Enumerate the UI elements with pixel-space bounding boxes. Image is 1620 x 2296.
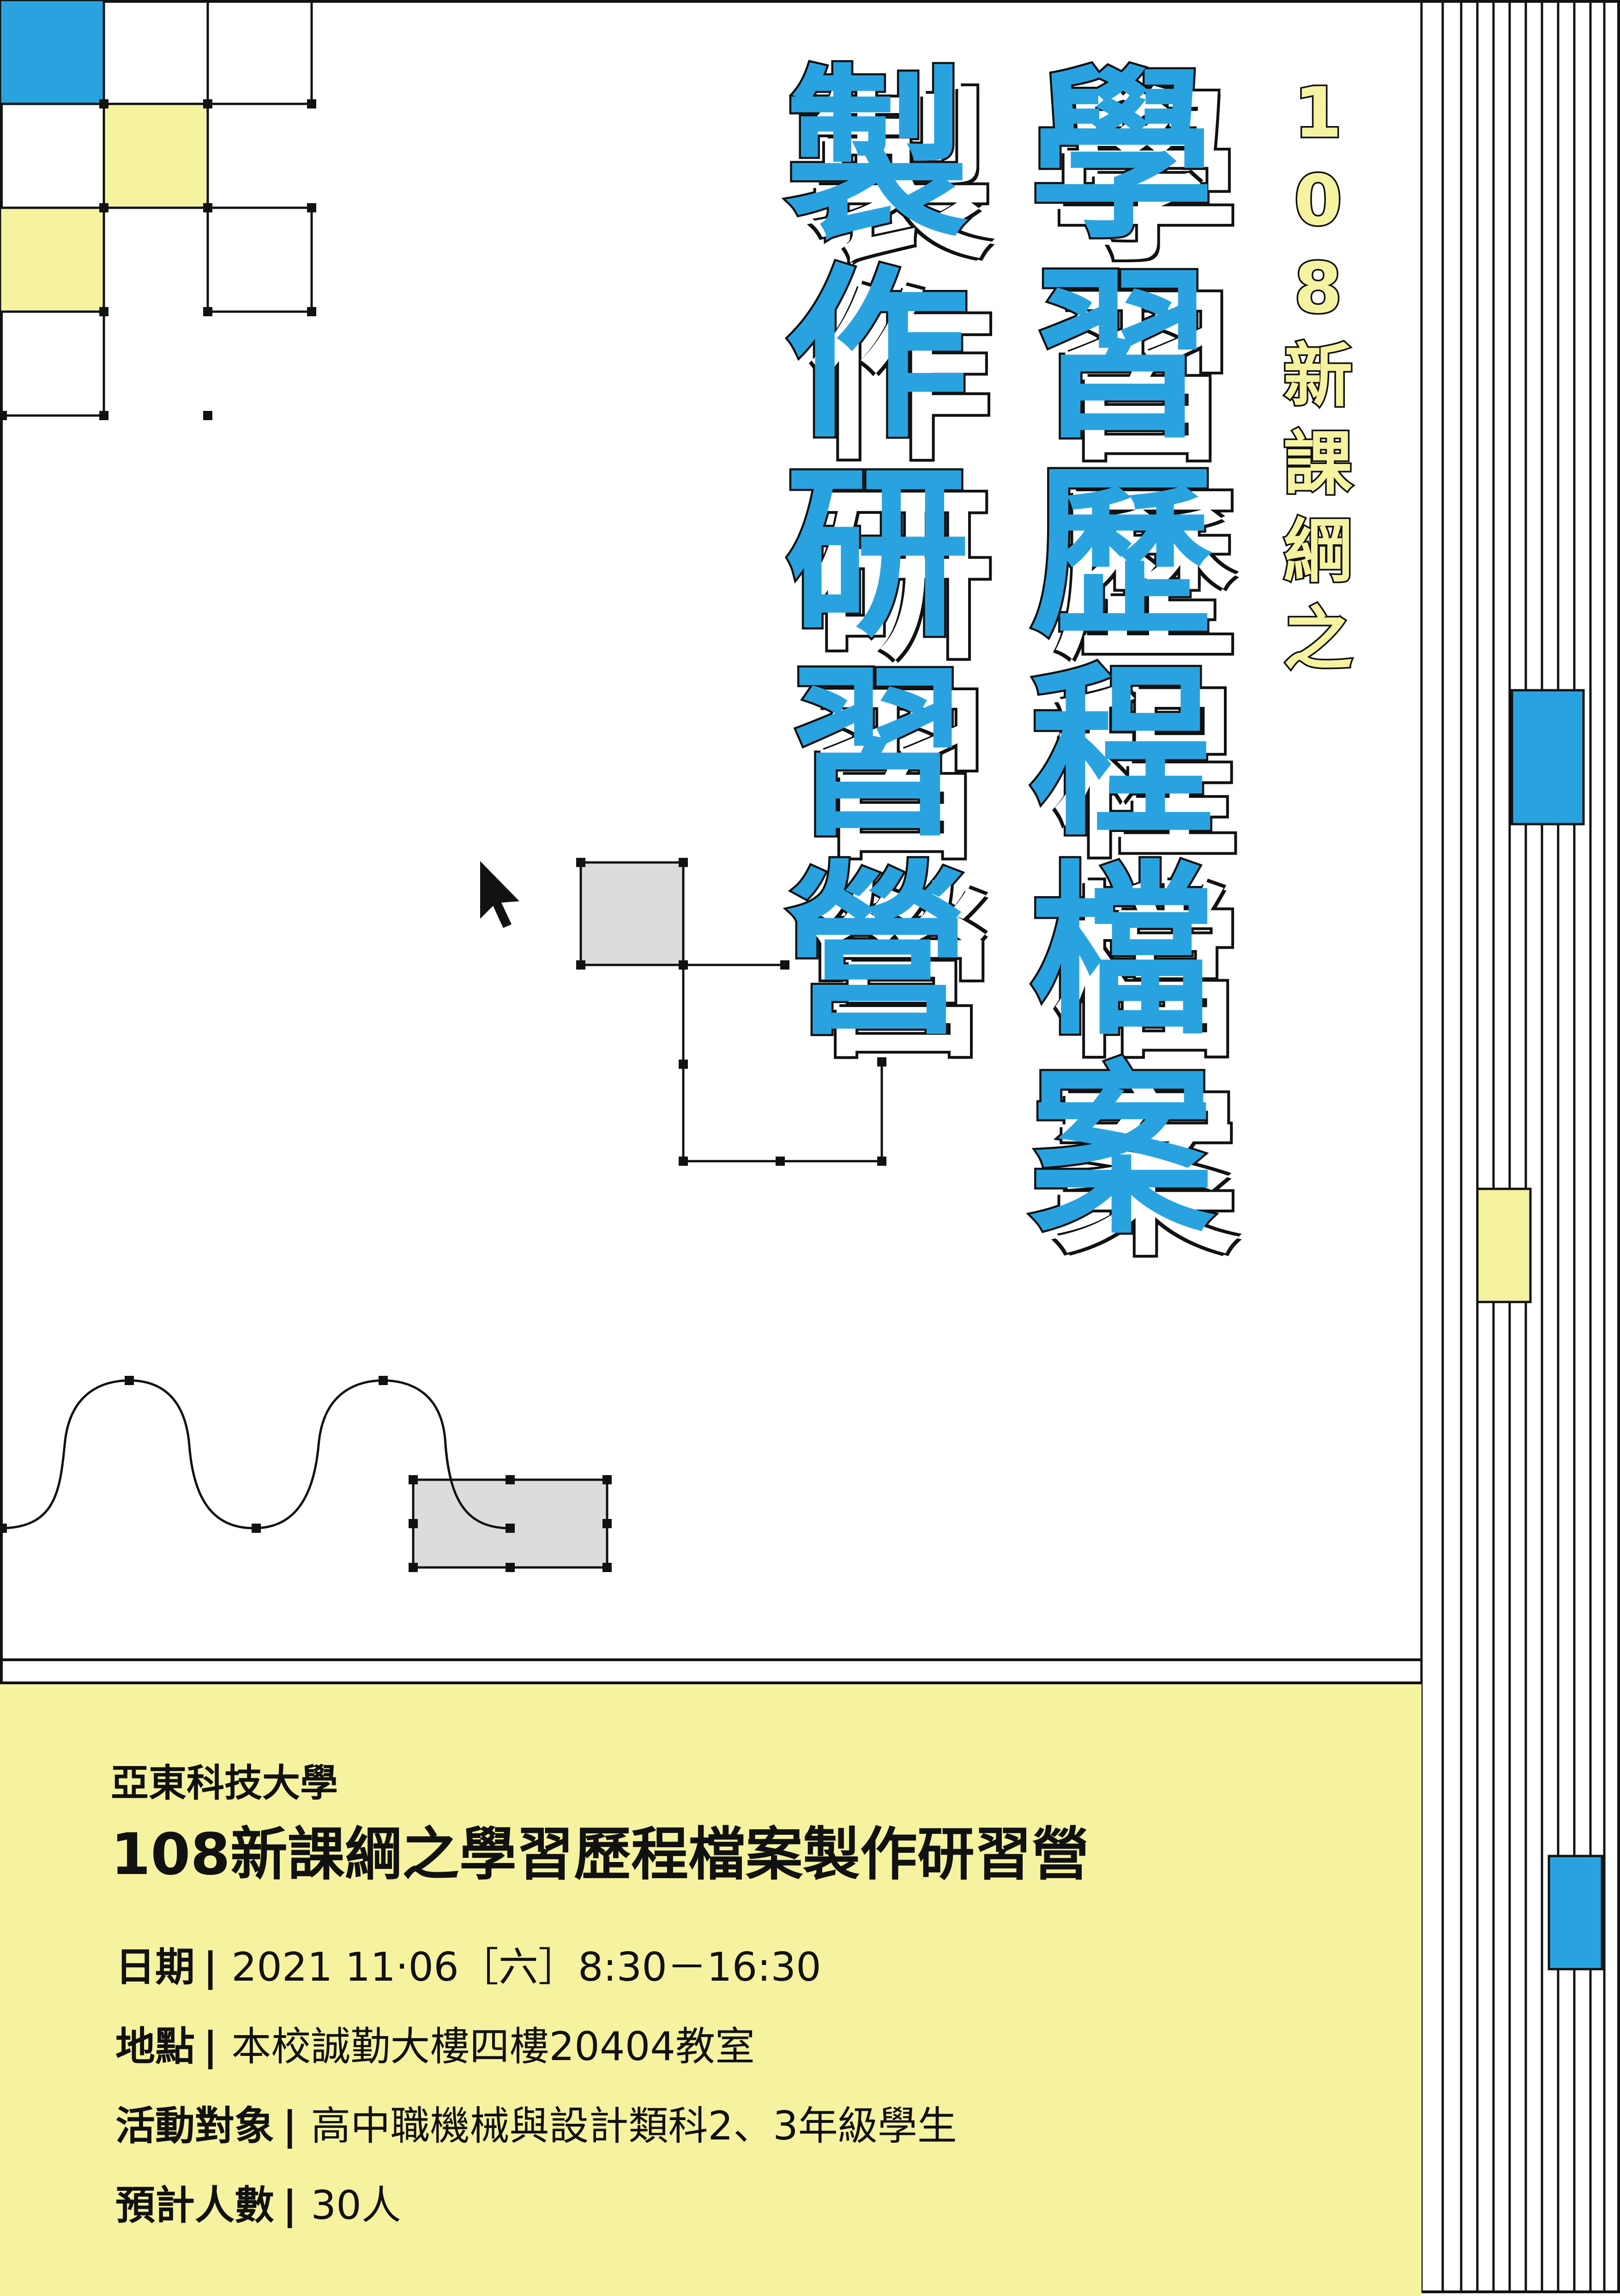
wave-graphic (0, 1376, 612, 1572)
grid-top-left (0, 0, 316, 420)
detail-row-date: 日期| 2021 11‧06［六］8:30－16:30 (115, 1934, 821, 1992)
subtitle-column: 1 0 8 新 課 綱 之 (1281, 73, 1355, 693)
detail-separator: | (283, 2182, 297, 2229)
title-char: 習 (783, 646, 972, 861)
detail-label: 日期 (115, 1944, 195, 1990)
subtitle-char: 課 (1282, 424, 1354, 504)
title-column-left: 製 作 研 習 營 (780, 49, 974, 1060)
title-char: 製 (783, 49, 972, 264)
subtitle-char: 之 (1282, 599, 1354, 680)
info-panel (0, 1681, 1421, 2296)
subtitle-char: 1 (1292, 73, 1343, 153)
detail-value: 30人 (311, 2182, 401, 2229)
detail-separator: | (203, 2024, 218, 2070)
middle-node-graphic (576, 858, 886, 1166)
subtitle-char: 0 (1292, 161, 1343, 241)
title-column-right: 學 習 歷 程 檔 案 (1025, 49, 1219, 1259)
title-char: 歷 (1028, 447, 1217, 662)
detail-separator: | (203, 1944, 218, 1990)
title-char: 學 (1028, 49, 1217, 264)
detail-row-capacity: 預計人數| 30人 (115, 2173, 401, 2230)
organization-name: 亞東科技大學 (111, 1761, 338, 1805)
detail-value: 2021 11‧06［六］8:30－16:30 (231, 1944, 821, 1990)
detail-value: 高中職機械與設計類科2、3年級學生 (311, 2103, 957, 2149)
title-char: 營 (783, 845, 972, 1060)
mouse-cursor-icon (480, 861, 519, 928)
title-char: 習 (1028, 248, 1217, 463)
event-title: 108新課綱之學習歷程檔案製作研習營 (111, 1821, 1089, 1888)
title-char: 作 (783, 248, 972, 463)
subtitle-char: 新 (1282, 336, 1354, 416)
detail-row-location: 地點| 本校誠勤大樓四樓20404教室 (115, 2014, 755, 2072)
detail-label: 活動對象 (115, 2103, 274, 2149)
detail-label: 預計人數 (115, 2182, 274, 2229)
detail-value: 本校誠勤大樓四樓20404教室 (231, 2024, 755, 2070)
subtitle-char: 8 (1292, 248, 1343, 329)
title-char: 案 (1028, 1044, 1217, 1259)
title-char: 程 (1028, 646, 1217, 861)
title-char: 檔 (1028, 845, 1217, 1060)
right-stripes (1420, 0, 1606, 2293)
title-char: 研 (783, 447, 972, 662)
detail-separator: | (283, 2103, 297, 2149)
detail-row-audience: 活動對象| 高中職機械與設計類科2、3年級學生 (115, 2093, 957, 2151)
detail-label: 地點 (115, 2024, 195, 2070)
subtitle-char: 綱 (1282, 512, 1354, 592)
